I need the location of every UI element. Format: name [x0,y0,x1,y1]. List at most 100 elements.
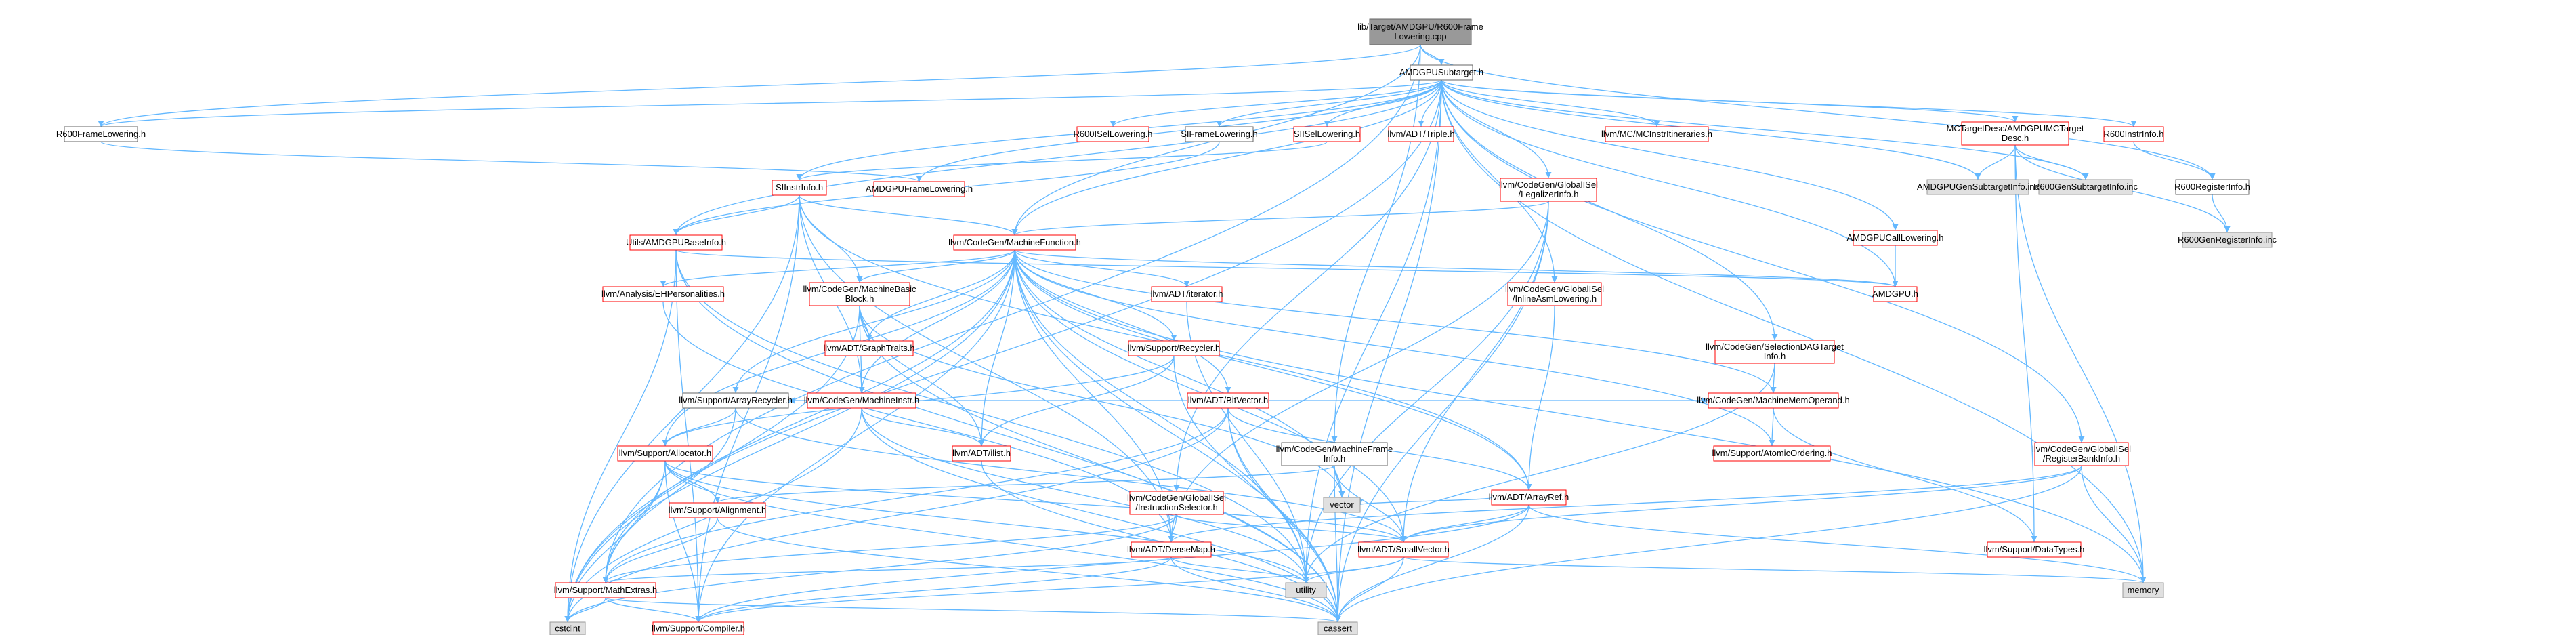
node-smallvector[interactable]: llvm/ADT/SmallVector.h [1357,541,1450,558]
node-mcinstritin[interactable]: llvm/MC/MCInstrItineraries.h [1601,126,1712,142]
node-box [2122,582,2164,598]
node-arrayrecycler[interactable]: llvm/Support/ArrayRecycler.h [679,392,793,409]
node-box [1369,18,1472,45]
node-machinefunction[interactable]: llvm/CodeGen/MachineFunction.h [948,234,1081,251]
node-graphtraits[interactable]: llvm/ADT/GraphTraits.h [823,340,915,356]
node-machinememoperand[interactable]: llvm/CodeGen/MachineMemOperand.h [1697,392,1850,409]
edge-allocator-to-mathextras [602,460,666,583]
node-box [1491,489,1567,506]
edge-registerbankinfo-to-memory [2081,465,2147,583]
edge-instructionselector-to-cstdint [564,514,1177,623]
edge-siinstrinfo-to-machinebasicblock [799,194,863,283]
node-label: llvm/CodeGen/GlobalISel [2032,444,2131,454]
edge-smallvector-to-memory [1403,556,2146,583]
node-utilsbaseinfo[interactable]: Utils/AMDGPUBaseInfo.h [626,234,726,251]
node-label: SIFrameLowering.h [1181,129,1257,139]
edge-amdgpusubtarget-to-cstdint [564,79,1442,623]
node-amdgpusubtarget[interactable]: AMDGPUSubtarget.h [1399,64,1483,81]
node-ilist[interactable]: llvm/ADT/ilist.h [952,445,1011,462]
edge-machinefunction-to-machinebasicblock [856,249,1015,283]
edge-amdgpusubtarget-to-machinefunction [1011,79,1442,236]
edge-root-to-r600framelowering [98,44,1421,127]
node-r600registerinfo[interactable]: R600RegisterInfo.h [2174,179,2250,195]
node-label: llvm/ADT/SmallVector.h [1357,544,1450,554]
node-label: llvm/CodeGen/MachineInstr.h [804,395,920,405]
node-label: R600ISelLowering.h [1073,129,1152,139]
node-amdgpuh[interactable]: AMDGPU.h [1872,286,1918,302]
edge-arrayref-to-compiler [695,504,1529,623]
edge-machinefunction-to-amdgpuh [1014,249,1899,287]
node-label: /RegisterBankInfo.h [2043,453,2120,464]
node-machineinstr[interactable]: llvm/CodeGen/MachineInstr.h [804,392,920,409]
node-adtiterator[interactable]: llvm/ADT/iterator.h [1151,286,1223,302]
node-amdgpucalllowering[interactable]: AMDGPUCallLowering.h [1846,230,1944,246]
node-compiler[interactable]: llvm/Support/Compiler.h [652,621,745,635]
edge-amdgpusubtarget-to-legalizerinfo [1441,79,1552,179]
node-registerbankinfo[interactable]: llvm/CodeGen/GlobalISel/RegisterBankInfo… [2032,442,2131,466]
node-siframelowering[interactable]: SIFrameLowering.h [1181,126,1258,142]
edge-amdgpusubtarget-to-amdgpuframelowering [916,79,1442,182]
node-box [1713,445,1831,462]
edge-machinefunction-to-bitvector [1014,249,1231,394]
node-label: llvm/Support/MathExtras.h [554,585,657,595]
edge-amdgpusubtarget-to-siframelowering [1216,79,1442,127]
edge-amdgpusubtarget-to-amdgpugensubinc [1441,79,1981,180]
edge-root-to-amdgpusubtarget [1420,44,1445,66]
node-amdgpugensubinc: AMDGPUGenSubtargetInfo.inc [1917,179,2039,195]
node-arrayref[interactable]: llvm/ADT/ArrayRef.h [1489,489,1569,506]
edge-legalizerinfo-to-machinefunction [1011,201,1549,236]
node-triple[interactable]: llvm/ADT/Triple.h [1387,126,1455,142]
node-siisellowering[interactable]: SIISelLowering.h [1293,126,1361,142]
node-label: Desc.h [2002,133,2029,143]
node-bitvector[interactable]: llvm/ADT/BitVector.h [1187,392,1269,409]
edge-machinefunction-to-adtiterator [1014,249,1190,287]
node-amdgpuframelowering[interactable]: AMDGPUFrameLowering.h [866,181,973,197]
node-label: llvm/Support/DataTypes.h [1984,544,2085,554]
node-datatypes[interactable]: llvm/Support/DataTypes.h [1984,541,2085,558]
edge-legalizerinfo-to-smallvector [1400,201,1549,543]
node-label: Utils/AMDGPUBaseInfo.h [626,237,726,247]
node-label: R600InstrInfo.h [2104,129,2164,139]
edge-machinebasicblock-to-cassert [859,305,1341,623]
edge-recycler-to-allocator [662,355,1175,447]
node-instructionselector[interactable]: llvm/CodeGen/GlobalISel/InstructionSelec… [1127,491,1226,515]
node-legalizerinfo[interactable]: llvm/CodeGen/GlobalISel/LegalizerInfo.h [1499,178,1598,202]
edge-amdgpusubtarget-to-siisellowering [1324,79,1442,127]
node-label: AMDGPU.h [1872,289,1918,299]
node-allocator[interactable]: llvm/Support/Allocator.h [617,445,713,462]
node-r600framelowering[interactable]: R600FrameLowering.h [56,126,146,142]
node-label: llvm/CodeGen/SelectionDAGTarget [1706,342,1844,352]
edge-legalizerinfo-to-densemap [1168,201,1549,543]
node-r600instrinfo[interactable]: R600InstrInfo.h [2103,126,2164,142]
edge-bitvector-to-cassert [1227,407,1341,623]
edge-arrayref-to-smallvector [1400,504,1529,543]
edge-allocator-to-compiler [664,460,702,623]
node-recycler[interactable]: llvm/Support/Recycler.h [1128,340,1221,356]
edge-machinefunction-to-compiler [695,249,1015,623]
node-cstdint: cstdint [549,621,586,635]
node-box [602,286,724,302]
node-cassert: cassert [1317,621,1358,635]
edge-bitvector-to-cstdint [564,407,1229,623]
node-r600isellowering[interactable]: R600ISelLowering.h [1073,126,1153,142]
node-ehpersonalities[interactable]: llvm/Analysis/EHPersonalities.h [601,286,725,302]
node-label: llvm/CodeGen/GlobalISel [1127,493,1226,503]
node-alignment[interactable]: llvm/Support/Alignment.h [669,502,767,518]
node-mathextras[interactable]: llvm/Support/MathExtras.h [554,582,657,598]
node-siinstrinfo[interactable]: SIInstrInfo.h [772,180,827,196]
node-box [1187,392,1269,409]
edge-root-to-mathextras [602,44,1421,583]
edge-densemap-to-mathextras [602,556,1172,583]
node-root[interactable]: lib/Target/AMDGPU/R600FrameLowering.cpp [1357,18,1483,45]
edge-utilsbaseinfo-to-cstdint [564,249,677,623]
edge-amdgpusubtarget-to-r600instrinfo [1441,79,2137,127]
node-densemap[interactable]: llvm/ADT/DenseMap.h [1127,541,1215,558]
node-atomicordering[interactable]: llvm/Support/AtomicOrdering.h [1712,445,1832,462]
edge-registerbankinfo-to-densemap [1168,465,2082,543]
node-inlineasmlowering[interactable]: llvm/CodeGen/GlobalISel/InlineAsmLowerin… [1505,282,1604,306]
node-box [1853,230,1938,246]
